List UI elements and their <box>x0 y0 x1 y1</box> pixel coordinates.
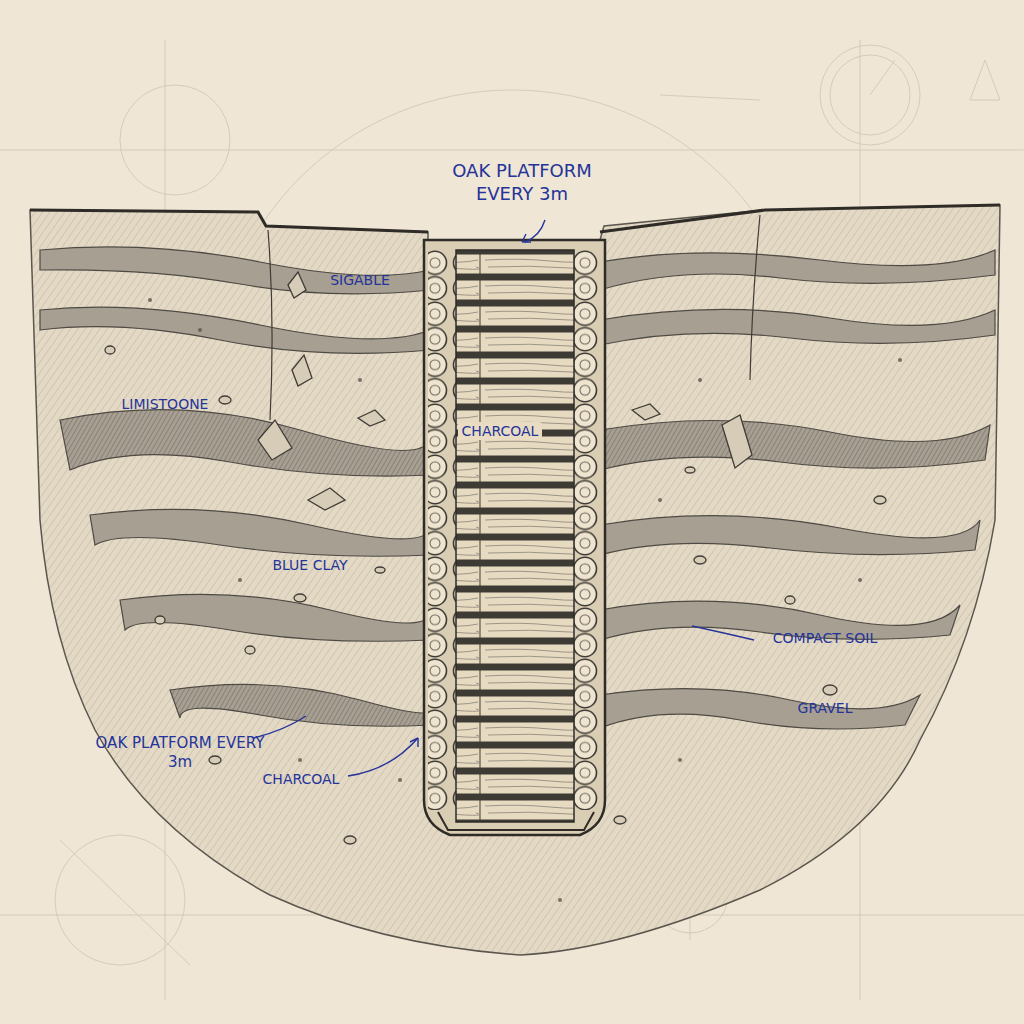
stratum-label-text: LIMISTOONE <box>122 396 209 412</box>
material-label-text: CHARCOAL <box>458 422 543 440</box>
callout-label: CHARCOAL <box>246 771 356 789</box>
stratum-label-text: BLUE CLAY <box>272 557 347 573</box>
stratum-label-text: GRAVEL <box>798 700 853 716</box>
stratum-label: SIGABLE <box>310 272 410 290</box>
callout-label-text: OAK PLATFORM EVERY 3m <box>96 734 265 771</box>
stratum-label-text: COMPACT SOIL <box>773 630 877 646</box>
callout-label-text: CHARCOAL <box>263 771 340 787</box>
callout-label-text: OAK PLATFORM EVERY 3m <box>452 160 591 204</box>
stratum-label: GRAVEL <box>775 700 875 718</box>
leader-lines <box>254 220 754 776</box>
material-label: CHARCOAL <box>450 423 550 441</box>
callout-label: OAK PLATFORM EVERY 3m <box>437 160 607 205</box>
stratum-label: BLUE CLAY <box>250 557 370 575</box>
stratum-label: COMPACT SOIL <box>755 630 895 648</box>
stratum-label-text: SIGABLE <box>330 272 390 288</box>
callout-label: OAK PLATFORM EVERY 3m <box>95 734 265 772</box>
stratum-label: LIMISTOONE <box>100 396 230 414</box>
